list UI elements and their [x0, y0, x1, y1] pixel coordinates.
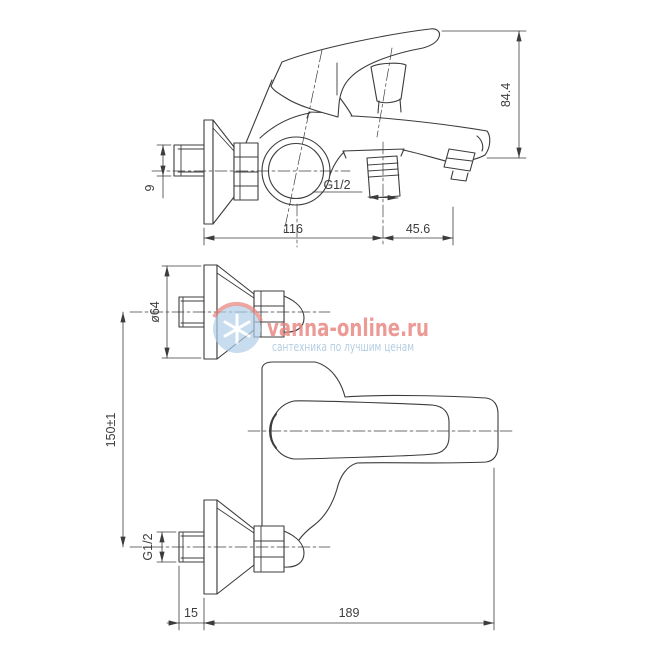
faucet-body-side: [242, 79, 491, 199]
dim-15-label: 15: [184, 606, 198, 620]
dim-flange: [161, 265, 202, 359]
dim-inlet-label: 9: [143, 184, 157, 191]
dim-height: [441, 30, 527, 159]
dim-depths: [166, 467, 495, 631]
dim-189-label: 189: [339, 606, 360, 620]
dim-inlet: [156, 144, 172, 199]
plan-view: [120, 264, 513, 631]
watermark-brand: vanna-online.ru: [267, 314, 429, 342]
lever-handle-side: [270, 28, 441, 118]
dim-thread-plan: [156, 531, 177, 563]
watermark-tagline: сантехника по лучшим ценам: [272, 340, 414, 354]
thread-label-side: G1/2: [323, 178, 350, 192]
spout-aerator: [443, 148, 476, 182]
dim-flange-label: ø64: [148, 301, 162, 323]
watermark: vanna-online.ru сантехника по лучшим цен…: [212, 301, 429, 354]
dim-456-label: 45.6: [406, 222, 430, 236]
dim-lengths: [203, 206, 454, 246]
dim-height-label: 84.4: [499, 83, 513, 107]
thread-label-plan: G1/2: [141, 533, 155, 560]
side-view-centerlines: [151, 47, 393, 248]
faucet-body-plan: [261, 361, 499, 557]
side-view: [151, 28, 527, 248]
wall-escutcheon-side: [173, 119, 259, 225]
dim-spacing-label: 150±1: [104, 413, 118, 448]
diverter-knob: [370, 62, 407, 114]
dim-116-label: 116: [283, 222, 303, 236]
dim-thread-side: [312, 191, 399, 201]
watermark-logo: [212, 301, 263, 353]
